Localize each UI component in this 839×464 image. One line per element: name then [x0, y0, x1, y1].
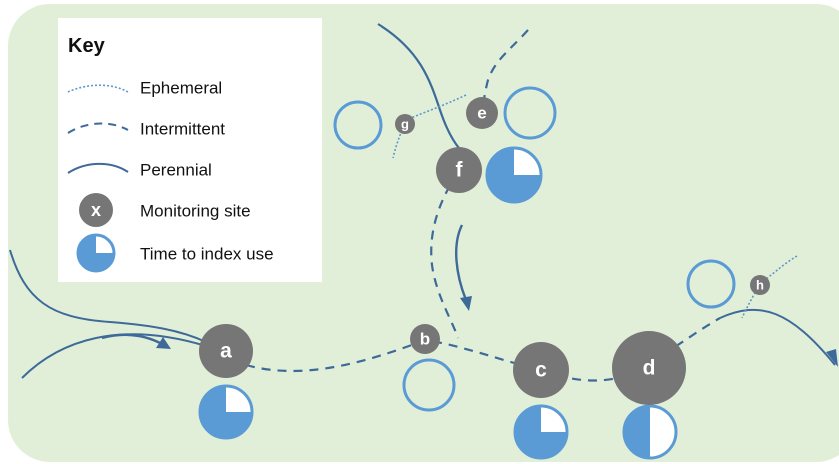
index-symbol-a-ring	[198, 384, 254, 440]
site-a-label: a	[220, 340, 232, 363]
site-c-marker	[513, 342, 569, 398]
time-to-index-legend-symbol-ring	[76, 233, 116, 273]
site-f-label: f	[456, 159, 464, 182]
key-item-ephemeral: Ephemeral	[140, 79, 222, 98]
index-symbol-f-ring	[485, 146, 543, 204]
site-e-marker	[466, 97, 498, 129]
index-symbol-c-sector	[515, 406, 567, 458]
index-symbol-c	[513, 404, 569, 460]
ephemeral-legend-line	[67, 84, 129, 93]
key-item-perennial: Perennial	[140, 161, 212, 180]
perennial-stream-left-lower	[21, 333, 207, 379]
site-g-label: g	[401, 117, 409, 132]
perennial-stream-outflow	[719, 308, 836, 366]
key-item-time-to-index: Time to index use	[140, 245, 274, 264]
site-h-label: h	[756, 278, 764, 293]
site-g-marker	[395, 114, 415, 134]
index-symbol-d	[622, 404, 678, 460]
site-f-marker	[436, 147, 482, 193]
monitoring-site-legend-marker	[79, 193, 113, 227]
flow-arrowhead-tributary	[460, 296, 472, 311]
index-symbol-d-sector	[624, 406, 650, 458]
intermittent-legend-line	[67, 122, 129, 134]
index-symbol-h	[686, 259, 736, 309]
monitoring-site-legend-symbol: x	[91, 200, 101, 220]
flow-arrowhead-main	[156, 337, 171, 349]
key-panel: Key Ephemeral Intermittent Perennial x M…	[58, 18, 322, 282]
intermittent-stream-tributary-lower	[430, 171, 460, 339]
site-c-label: c	[535, 359, 547, 382]
flow-arrow-main	[101, 333, 163, 346]
site-e-label: e	[477, 104, 486, 123]
index-symbol-h-ring	[686, 259, 736, 309]
index-symbols	[198, 86, 736, 460]
perennial-legend-line	[67, 162, 129, 174]
index-symbol-b-ring	[402, 358, 456, 412]
ephemeral-stream-h	[741, 255, 798, 319]
flow-arrow-tributary	[455, 224, 468, 301]
site-b-marker	[410, 324, 440, 354]
index-symbol-e-ring	[503, 86, 557, 140]
key-item-intermittent: Intermittent	[140, 120, 225, 139]
flow-arrows	[101, 224, 838, 367]
index-symbol-g	[333, 100, 383, 150]
index-symbol-a-sector	[200, 386, 252, 438]
perennial-stream-left-upper	[9, 249, 207, 343]
index-symbol-a	[198, 384, 254, 440]
intermittent-stream-tributary	[479, 29, 529, 113]
key-title: Key	[68, 35, 106, 57]
index-symbol-b	[402, 358, 456, 412]
time-to-index-legend-symbol	[76, 233, 116, 273]
site-d-label: d	[643, 357, 656, 380]
key-item-monitoring-site: Monitoring site	[140, 202, 251, 221]
index-symbol-d-ring	[622, 404, 678, 460]
site-h-marker	[750, 275, 770, 295]
index-symbol-f-sector	[487, 148, 541, 202]
index-symbol-c-ring	[513, 404, 569, 460]
time-to-index-legend-symbol-sector	[78, 235, 114, 271]
site-b-label: b	[420, 330, 430, 349]
index-symbol-f	[485, 146, 543, 204]
site-d-marker	[612, 331, 686, 405]
index-symbol-e	[503, 86, 557, 140]
index-symbol-g-ring	[333, 100, 383, 150]
monitoring-sites: a b c d e f g h	[199, 97, 770, 405]
site-a-marker	[199, 324, 253, 378]
flow-arrowhead-outflow	[826, 349, 838, 367]
